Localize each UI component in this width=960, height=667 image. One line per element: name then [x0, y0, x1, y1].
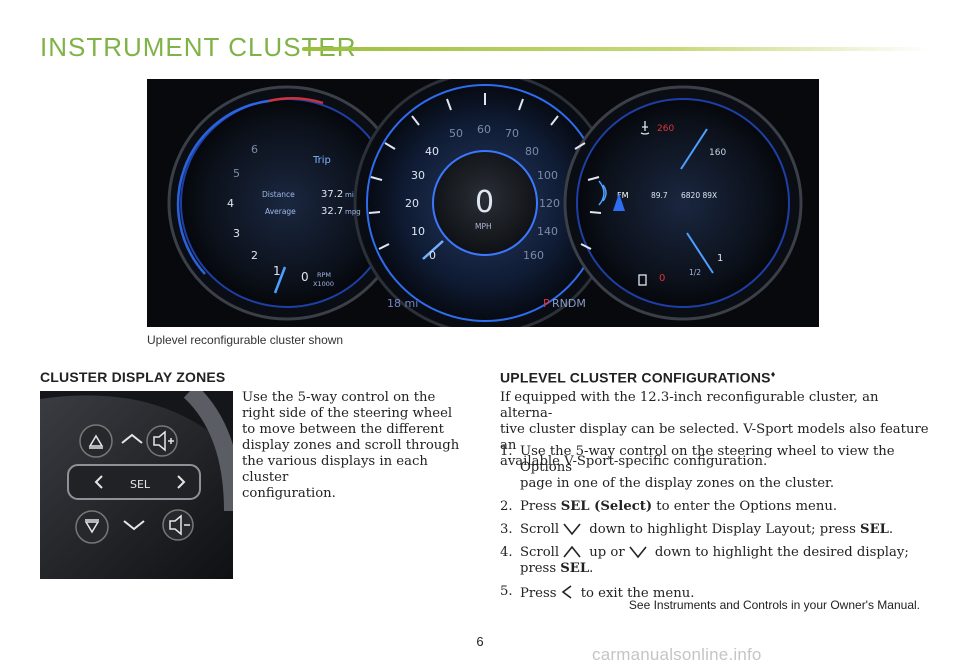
wheel-button: [79, 424, 113, 458]
wheel-button: [75, 510, 109, 544]
watermark: carmanualsonline.info: [592, 645, 762, 664]
volume-down-icon: [169, 514, 190, 536]
trip-title: Trip: [312, 155, 331, 166]
radio-frequency: 89.7: [651, 191, 668, 200]
speed-tick: 120: [539, 197, 560, 210]
rpm-tick: 2: [251, 249, 258, 262]
wheel-button: [146, 425, 178, 457]
antenna-icon: [613, 193, 625, 211]
left-paragraph: Use the 5-way control on the right side …: [242, 390, 460, 501]
rpm-tick: 1: [273, 264, 281, 278]
cluster-illustration: Trip Distance 37.2 mi Average 32.7 mpg 0…: [147, 79, 819, 327]
speed-tick: 30: [411, 169, 425, 182]
rpm-tick: 6: [251, 143, 258, 156]
wheel-button: [162, 509, 194, 541]
info-dial: [576, 98, 790, 308]
right-heading: UPLEVEL CLUSTER CONFIGURATIONS♦: [500, 369, 776, 386]
speed-tick: 100: [537, 169, 558, 182]
speed-tick: 20: [405, 197, 419, 210]
rpm-zero: 0: [301, 270, 309, 284]
fuel-full: 1: [717, 253, 723, 264]
average-value: 32.7: [321, 206, 343, 217]
rpm-tick: 3: [233, 227, 240, 240]
range-readout: 18 mi: [387, 297, 418, 310]
step-item: 5. Press to exit the menu.: [500, 584, 695, 601]
speed-tick: 140: [537, 225, 558, 238]
chevron-down-icon: [629, 546, 647, 559]
radio-station: 6820 89X: [681, 191, 717, 200]
chevron-left-icon: [561, 585, 572, 599]
speed-tick: 70: [505, 127, 519, 140]
speed-unit: MPH: [475, 222, 492, 231]
fuel-pump-icon: [638, 274, 647, 286]
left-heading: CLUSTER DISPLAY ZONES: [40, 369, 226, 385]
cluster-photo: Trip Distance 37.2 mi Average 32.7 mpg 0…: [147, 79, 819, 327]
control-pad-bezel: [67, 464, 201, 500]
step-item: 1. Use the 5-way control on the steering…: [500, 444, 895, 491]
page-number: 6: [476, 634, 484, 649]
step-item: 2. Press SEL (Select) to enter the Optio…: [500, 499, 838, 514]
manual-reference: See Instruments and Controls in your Own…: [628, 598, 920, 612]
speed-tick: 60: [477, 123, 491, 136]
right-arrow-icon: [177, 475, 186, 489]
steering-wheel-photo: SEL: [40, 391, 233, 579]
speed-tick: 80: [525, 145, 539, 158]
radio-band: FM: [617, 191, 629, 200]
gear-active: P: [543, 297, 550, 310]
chevron-up-icon: [121, 433, 143, 444]
down-triangle-icon: [84, 519, 100, 534]
distance-value: 37.2: [321, 189, 343, 200]
intro-paragraph: If equipped with the 12.3-inch reconfigu…: [500, 390, 929, 469]
distance-label: Distance: [262, 190, 295, 199]
section-header: INSTRUMENT CLUSTER: [40, 30, 930, 66]
speed-tick: 40: [425, 145, 439, 158]
steps-list: 1. Use the 5-way control on the steering…: [500, 444, 930, 609]
rpm-unit: X1000: [313, 280, 334, 288]
chevron-up-icon: [563, 545, 581, 558]
chevron-down-icon: [123, 520, 145, 531]
speed-tick: 160: [523, 249, 544, 262]
heading-diamond: ♦: [770, 369, 776, 379]
step-item: 3. Scroll down to highlight Display Layo…: [500, 522, 894, 537]
chevron-down-icon: [563, 523, 581, 536]
gear-others: RNDM: [552, 297, 586, 310]
average-unit: mpg: [345, 208, 361, 216]
temp-low: 160: [709, 148, 726, 158]
rpm-tick: 4: [227, 197, 234, 210]
speedometer-core: [432, 150, 538, 256]
wheel-sel-label: SEL: [130, 478, 151, 491]
steering-wheel-illustration: SEL: [40, 391, 233, 579]
average-label: Average: [265, 207, 296, 216]
radio-signal-icon: [598, 180, 607, 206]
left-arrow-icon: [94, 475, 103, 489]
up-triangle-icon: [88, 434, 104, 449]
fuel-empty: 0: [659, 273, 665, 284]
distance-unit: mi: [345, 191, 354, 199]
speed-tick: 10: [411, 225, 425, 238]
temp-high: 260: [657, 124, 674, 134]
volume-up-icon: [153, 430, 174, 452]
speed-tick: 0: [429, 249, 436, 262]
rpm-tick: 5: [233, 167, 240, 180]
speed-tick: 50: [449, 127, 463, 140]
step-item: 4. Scroll up or down to highlight the de…: [500, 545, 909, 576]
fuel-half: 1/2: [689, 268, 701, 277]
photo-caption: Uplevel reconfigurable cluster shown: [147, 333, 344, 347]
title-rule: [302, 47, 930, 51]
speed-value: 0: [475, 185, 494, 220]
rpm-label: RPM: [317, 271, 331, 279]
coolant-temp-icon: [640, 121, 650, 135]
